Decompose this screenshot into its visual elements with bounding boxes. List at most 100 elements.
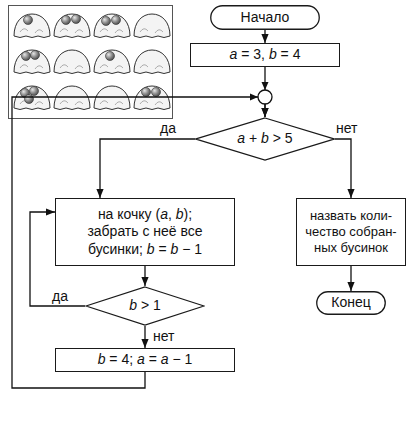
process-box: на кочку (a, b); забрать с неё все бусин… [55,198,235,266]
node-text: Начало [241,9,290,27]
output-box: назвать коли- чество собран- ных бусинок [296,198,406,266]
text-part: b [176,206,184,222]
text-part: a [137,351,145,367]
node-text: a = 3, b = 4 [230,46,301,64]
bead [30,87,39,96]
junction-arrowhead [250,94,258,101]
text-part: b [129,297,137,313]
text-part: > 5 [269,130,293,146]
flow-arrow [100,139,195,198]
terminal-shape [211,6,320,30]
junction [250,82,272,104]
bead [62,16,71,25]
bump [94,86,130,110]
text-part: на кочку ( [98,206,160,222]
bump [54,86,90,110]
bead [72,15,81,24]
text-part: , [168,206,176,222]
edges [12,30,351,388]
bead [25,95,34,104]
node-text: b > 1 [129,297,161,315]
text-part: a [160,206,168,222]
node-content: b = 4; a = a − 1 [56,349,234,371]
bead [112,16,121,25]
flow-arrow [350,266,351,291]
text-part: a [161,351,169,367]
decision-diamond: b > 1 [85,286,205,326]
process-box: a = 3, b = 4 [190,43,340,67]
node-text: Конец [331,294,370,312]
text-part: a [230,46,238,62]
flow-arrow [335,139,351,198]
flow-arrow [12,97,265,388]
text-part: = 4; [105,351,137,367]
node-text: a + b > 5 [237,130,292,148]
bump [14,50,50,74]
text-part: Начало [241,9,290,25]
beads [21,15,161,104]
edge-label: да [160,121,176,135]
flow-arrow [264,30,265,43]
decision-diamond: a + b > 5 [195,117,335,161]
junction-circle [258,90,272,104]
node-content: a + b > 5 [195,117,335,161]
text-part: b [171,241,179,257]
edge-label: нет [153,329,174,343]
bead [102,17,111,26]
text-part: Конец [331,294,370,310]
edge-label: нет [336,121,357,135]
process-box: b = 4; a = a − 1 [55,348,235,372]
bead [142,88,151,97]
node-content: b > 1 [85,286,205,326]
bump [134,86,170,110]
bead [152,88,161,97]
diamond-shape [196,118,334,160]
bump [14,14,50,38]
diamond-shape [86,287,204,325]
node-content: Начало [210,5,320,30]
text-part: − 1 [169,351,193,367]
text-part: b [98,351,106,367]
node-text: назвать коли- чество собран- ных бусинок [302,208,400,257]
node-text: b = 4; a = a − 1 [98,351,193,369]
bead [22,52,31,61]
start-terminal: Начало [210,5,320,30]
text-part: a [237,130,245,146]
text-part: = 4 [277,46,301,62]
node-content: a = 3, b = 4 [191,44,339,66]
bump [94,50,130,74]
bumps [14,14,170,110]
text-part: > 1 [137,297,161,313]
bead [106,52,115,61]
text-part: b [261,130,269,146]
illustration-frame [9,6,173,119]
text-part: − 1 [178,241,202,257]
junction-arrowhead [262,82,269,90]
flow-arrow [264,67,265,117]
text-part: = 3, [237,46,269,62]
terminal-shape [317,292,386,315]
bump [94,14,130,38]
bump [54,50,90,74]
flow-arrow [30,212,85,306]
bump [134,14,170,38]
edge-label: да [52,289,68,303]
flow-arrow [144,326,145,348]
text-part: = [155,241,171,257]
bead [24,16,33,25]
flow-arrow [144,266,145,286]
text-part: = [145,351,161,367]
text-part: назвать коли- чество собран- ных бусинок [305,208,396,256]
text-part: + [245,130,261,146]
node-content: назвать коли- чество собран- ных бусинок [297,199,405,265]
node-text: на кочку (a, b); забрать с неё все бусин… [72,206,218,259]
end-terminal: Конец [316,291,386,315]
bump [54,14,90,38]
node-content: Конец [316,291,386,315]
bead [31,51,40,60]
bump [14,86,50,110]
text-part: b [269,46,277,62]
text-part: b [147,241,155,257]
